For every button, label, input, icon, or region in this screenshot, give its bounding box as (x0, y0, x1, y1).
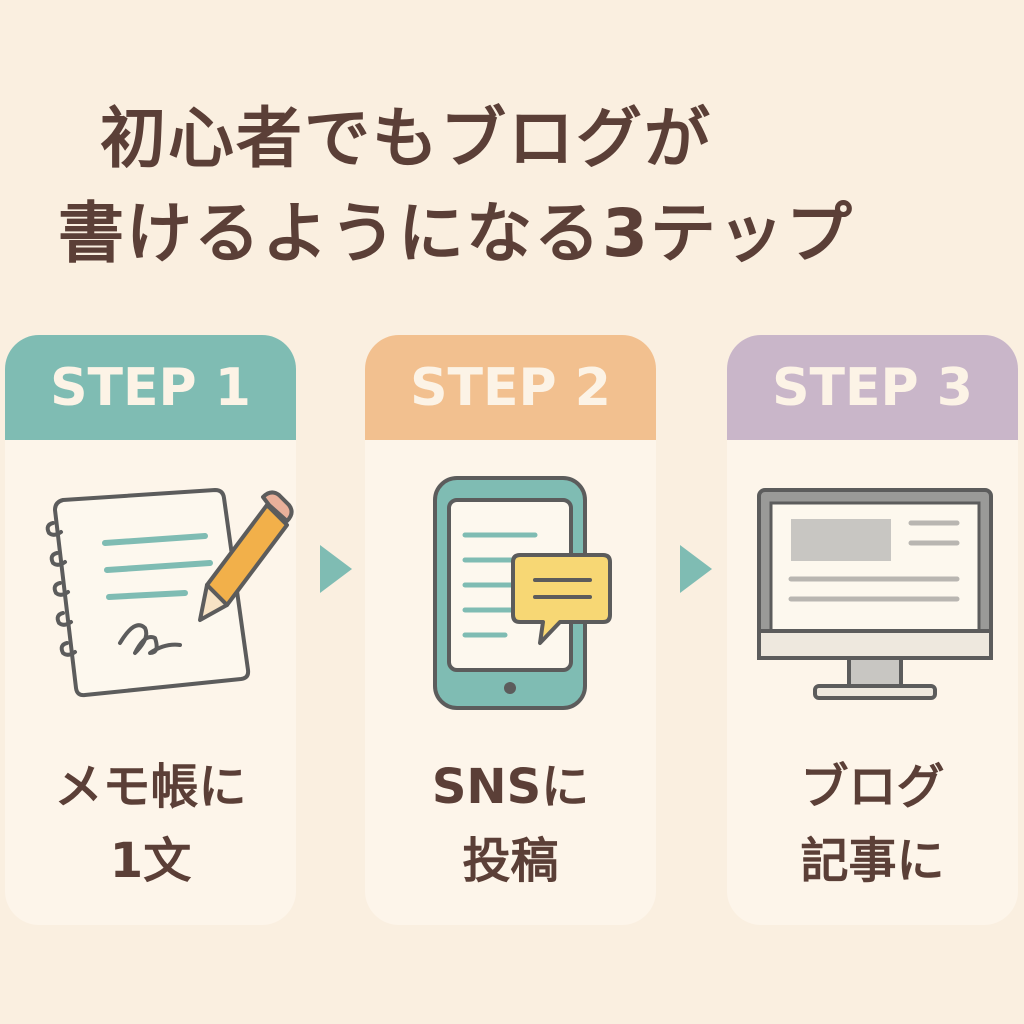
step-label-line-2: 記事に (800, 833, 945, 889)
step-label: ブログ 記事に (727, 750, 1018, 898)
step-label: SNSに 投稿 (365, 750, 656, 898)
step-label-line-1: ブログ (800, 759, 945, 815)
title-line-1: 初心者でもブログが (100, 100, 712, 177)
step-label-line-1: メモ帳に (54, 759, 247, 815)
monitor-blog-icon (757, 488, 993, 700)
step-card-1: STEP 1 メモ帳に 1文 (5, 335, 296, 925)
step-header: STEP 3 (727, 335, 1018, 440)
title-line-2: 書けるようになる3テップ (58, 195, 854, 272)
step-header: STEP 2 (365, 335, 656, 440)
notebook-pencil-icon (45, 488, 294, 698)
step-label: メモ帳に 1文 (5, 750, 296, 898)
arrow-right-icon (320, 545, 352, 593)
arrow-right-icon (680, 545, 712, 593)
step-card-2: STEP 2 SNSに 投稿 (365, 335, 656, 925)
step-card-3: STEP 3 ブログ 記事に (727, 335, 1018, 925)
step-label-line-2: 1文 (109, 833, 192, 889)
smartphone-chat-icon (433, 476, 612, 710)
step-label-line-1: SNSに (431, 759, 590, 815)
step-label-line-2: 投稿 (462, 833, 559, 889)
step-header: STEP 1 (5, 335, 296, 440)
